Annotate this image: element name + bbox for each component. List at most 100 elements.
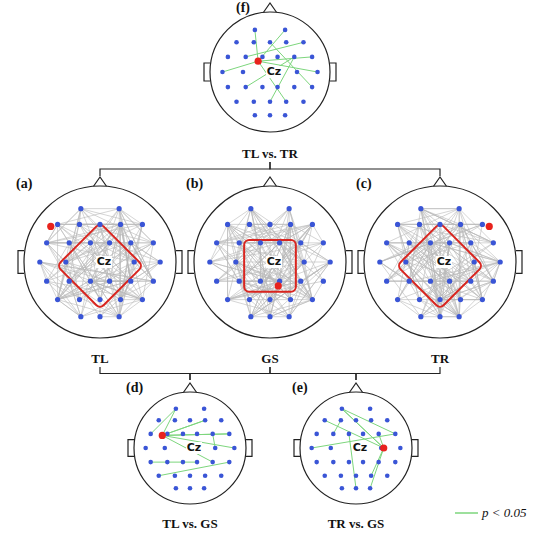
electrode xyxy=(292,55,297,60)
electrode xyxy=(301,99,306,104)
electrode xyxy=(260,55,265,60)
electrode xyxy=(468,279,473,284)
connectivity-line xyxy=(398,209,460,225)
region-box xyxy=(397,223,483,309)
electrode xyxy=(220,70,225,75)
electrode xyxy=(491,279,496,284)
connectivity-line xyxy=(421,209,459,317)
electrode xyxy=(480,297,485,302)
connectivity-line xyxy=(228,300,290,317)
electrode xyxy=(339,473,344,478)
connectivity-line xyxy=(280,243,301,281)
electrode-label: Cz xyxy=(186,442,202,454)
connectivity-line xyxy=(217,243,261,281)
electrode xyxy=(377,259,382,264)
electrode xyxy=(128,279,133,284)
electrode xyxy=(213,446,218,451)
connectivity-line xyxy=(47,281,120,317)
seed-electrode xyxy=(47,223,54,230)
head-outline xyxy=(24,186,176,338)
bracket-connector xyxy=(270,367,356,380)
electrode xyxy=(329,446,334,451)
electrode xyxy=(210,432,215,437)
electrode xyxy=(181,460,186,465)
electrode xyxy=(243,55,248,60)
bracket-connector xyxy=(270,162,440,176)
electrode xyxy=(188,418,193,423)
electrode xyxy=(67,240,72,245)
electrode xyxy=(498,259,503,264)
electrode xyxy=(287,314,292,319)
connectivity-line xyxy=(440,316,459,317)
electrode xyxy=(472,259,477,264)
significant-link xyxy=(370,448,384,488)
electrode xyxy=(437,297,442,302)
panel-label: (a) xyxy=(16,176,32,192)
electrode xyxy=(202,406,207,411)
electrode xyxy=(188,486,193,491)
head-map xyxy=(358,177,522,338)
electrode xyxy=(368,406,373,411)
electrode xyxy=(234,99,239,104)
electrode xyxy=(214,240,219,245)
electrode xyxy=(418,314,423,319)
electrode xyxy=(267,222,272,227)
connectivity-line xyxy=(459,300,482,317)
electrode xyxy=(393,460,398,465)
connectivity-line xyxy=(239,281,301,282)
electrode xyxy=(418,206,423,211)
electrode xyxy=(384,240,389,245)
connectivity-line xyxy=(58,281,110,299)
ear xyxy=(128,440,134,457)
head-map xyxy=(294,383,418,504)
head-map-panel: (f)CzTL vs. TR xyxy=(192,0,348,162)
electrode xyxy=(219,418,224,423)
electrode xyxy=(298,279,303,284)
connectivity-line xyxy=(81,209,154,243)
electrode xyxy=(395,222,400,227)
connectivity-line xyxy=(119,209,153,243)
electrode xyxy=(210,460,215,465)
connectivity-line xyxy=(69,243,131,281)
electrode xyxy=(369,473,374,478)
connectivity-line xyxy=(440,243,450,300)
electrode xyxy=(284,40,289,45)
ear xyxy=(204,63,210,81)
connectivity-line xyxy=(228,224,291,225)
electrode-label: Cz xyxy=(96,256,112,268)
electrode xyxy=(248,314,253,319)
electrode-label: Cz xyxy=(266,66,282,78)
electrode xyxy=(195,460,200,465)
connectivity-line xyxy=(81,208,119,209)
electrode xyxy=(37,259,42,264)
connectivity-line xyxy=(228,209,251,300)
connectivity-line xyxy=(440,243,450,300)
ear xyxy=(412,440,418,457)
panel-caption: TL vs. TR xyxy=(192,146,348,162)
electrode xyxy=(369,418,374,423)
electrode xyxy=(232,446,237,451)
head-map-panel: (c)CzTR xyxy=(356,176,524,367)
electrode xyxy=(321,279,326,284)
electrode xyxy=(361,432,366,437)
electrode xyxy=(340,486,345,491)
connectivity-line xyxy=(58,224,131,281)
electrode xyxy=(314,460,319,465)
significant-link xyxy=(342,409,395,434)
connectivity-line xyxy=(270,300,312,317)
connectivity-line xyxy=(47,209,81,243)
electrode xyxy=(354,473,359,478)
electrode xyxy=(202,486,207,491)
significant-link xyxy=(162,420,205,435)
ear xyxy=(294,440,300,457)
electrode xyxy=(328,259,333,264)
connectivity-line xyxy=(90,281,153,282)
connectivity-line xyxy=(440,224,493,242)
connectivity-line xyxy=(90,242,153,243)
ear xyxy=(516,251,522,274)
electrode xyxy=(243,85,248,90)
electrode xyxy=(140,297,145,302)
connectivity-line xyxy=(100,224,153,281)
panel-caption: GS xyxy=(186,351,354,367)
electrode xyxy=(226,55,231,60)
